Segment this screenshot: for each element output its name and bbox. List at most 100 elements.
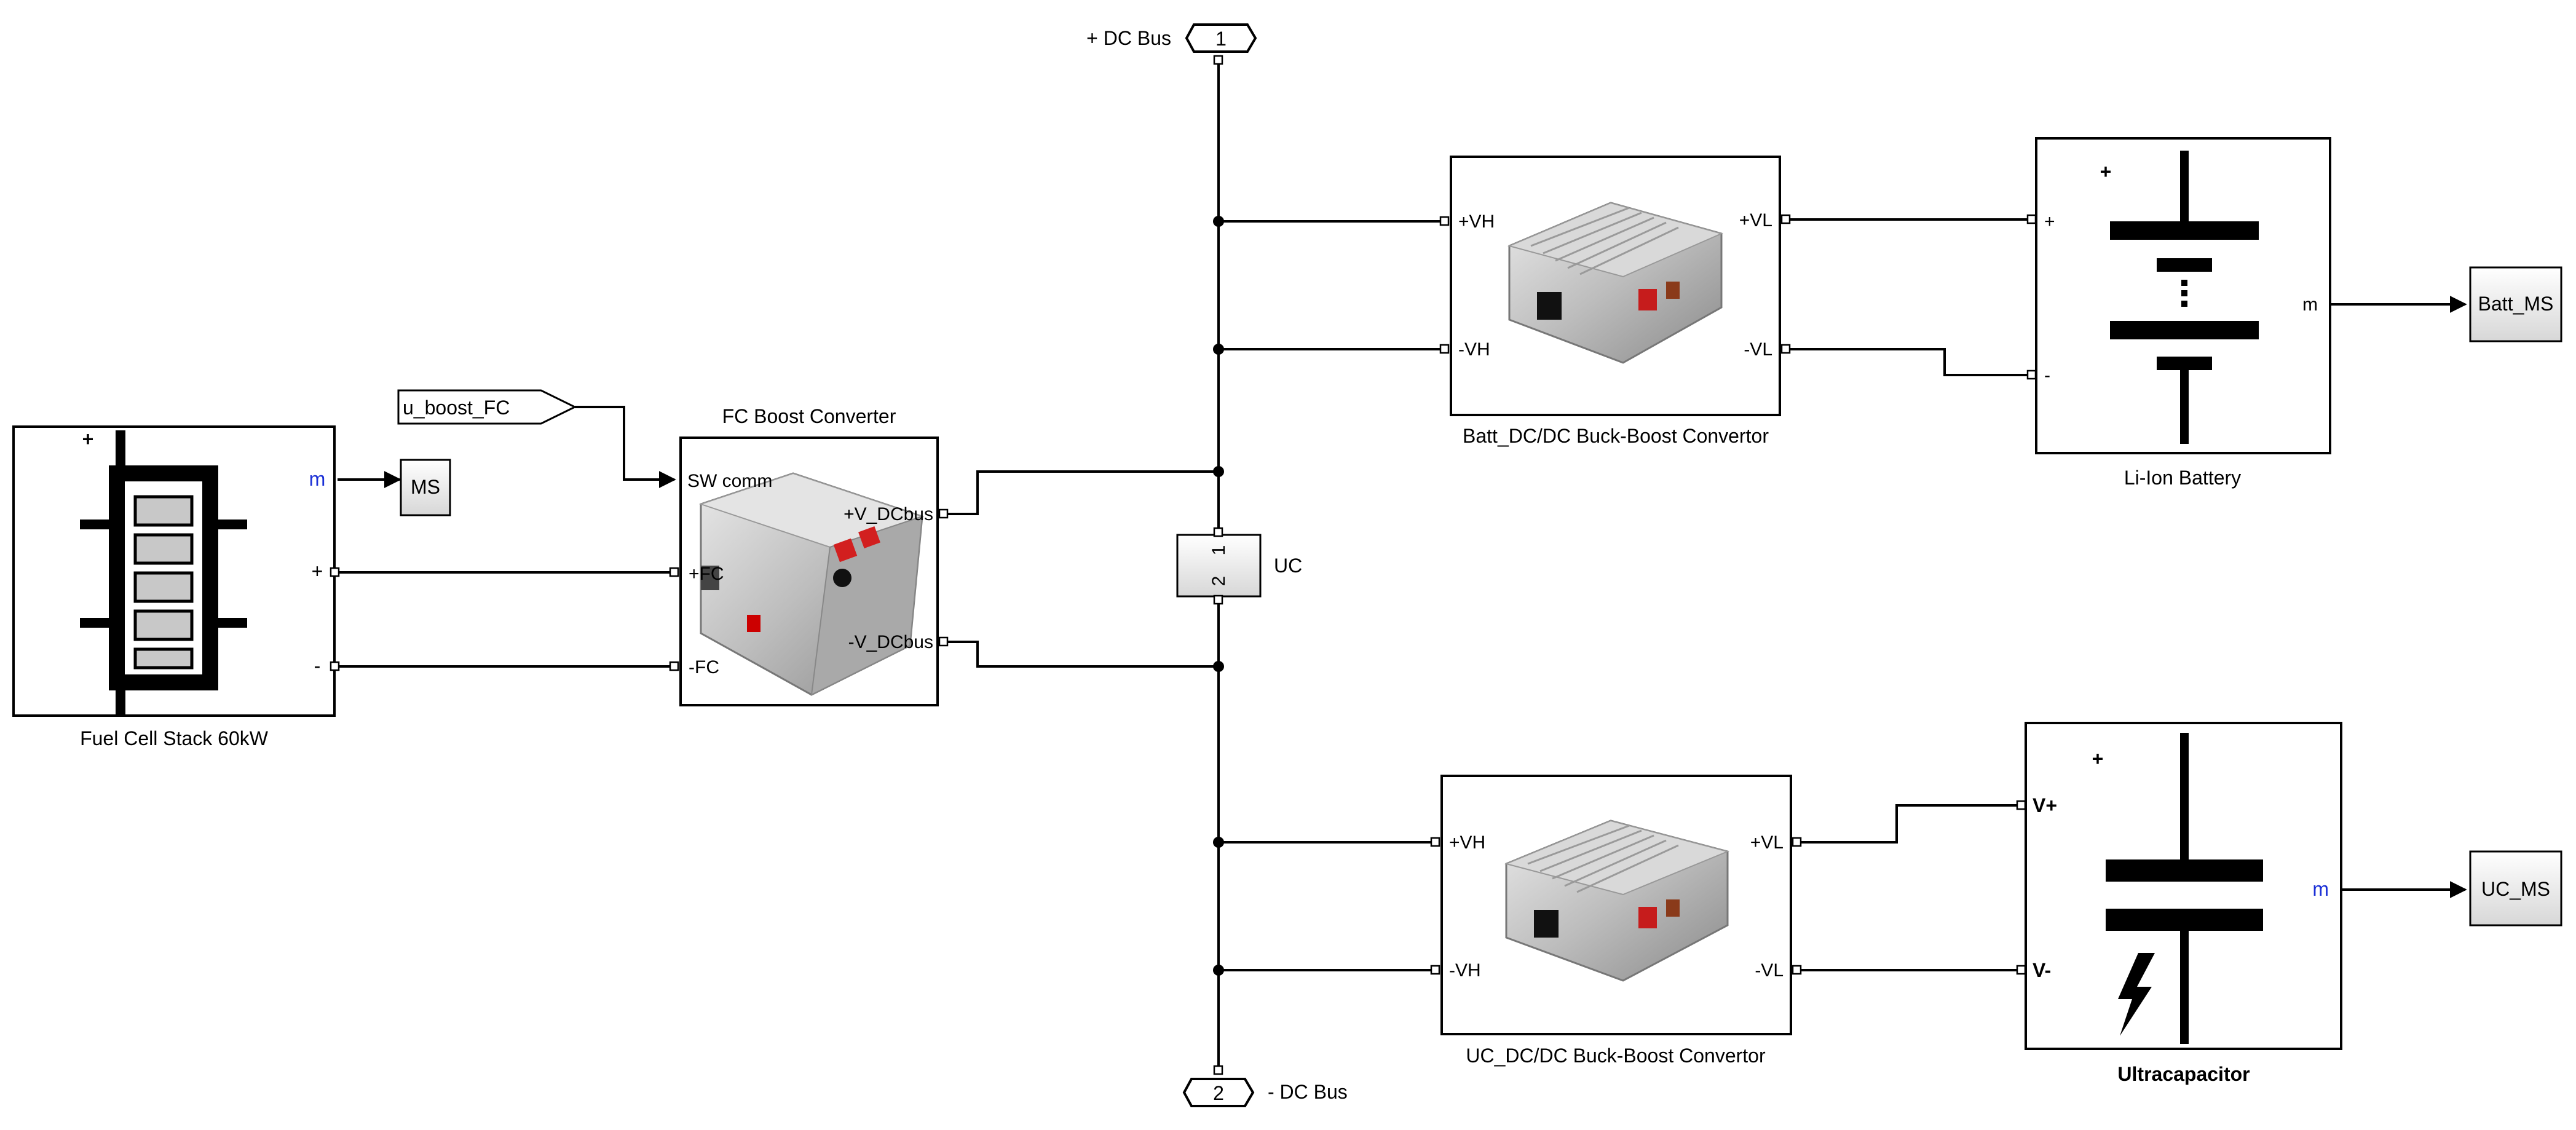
wire-sw-comm [575,406,676,488]
battery-port-m: m [2302,294,2318,315]
ms-frame [400,459,451,516]
junction-dot [1213,965,1224,976]
port-square [1439,344,1450,354]
port-square [2026,369,2037,380]
port-square [1430,837,1440,847]
bus-port-plus-label: + DC Bus [1086,27,1171,49]
batt-conv-port-vh-plus: +VH [1458,211,1495,232]
fc-boost-port-plus-bus: +V_DCbus [844,504,933,524]
bus-port-plus[interactable]: 1 + DC Bus [1086,23,1257,65]
port-square [938,636,949,647]
ultracap-name: Ultracapacitor [2117,1063,2250,1085]
port-square [669,567,679,577]
port-square [1213,55,1223,65]
batt-conv-name: Batt_DC/DC Buck-Boost Convertor [1463,425,1769,447]
dc-dc-converter-photo-icon [1507,202,1723,364]
battery-port-minus: - [2044,365,2050,385]
fc-boost-port-plus-fc: +FC [689,564,724,584]
wire-boost-minus [947,641,1219,668]
ultracap-block[interactable]: + V+ V- m Ultracapacitor [2016,722,2342,1085]
batt-ms-frame [2469,266,2562,342]
port-square [2016,965,2026,975]
junctions [1213,216,1224,976]
uc-conv-name: UC_DC/DC Buck-Boost Convertor [1466,1045,1766,1067]
battery-icon [2110,151,2259,444]
port-square [2026,214,2037,224]
wire-batt-vl-minus [1783,348,2032,376]
converter-photo-icon [698,472,925,696]
uc-label: UC [1274,555,1302,577]
port-square [1213,527,1223,537]
uc-ms-label: UC_MS [2481,878,2550,900]
fuel-cell-port-plus: + [312,560,323,582]
batt-conv-port-vl-minus: -VL [1744,339,1772,360]
port-square [938,508,949,519]
fc-boost-title: FC Boost Converter [722,405,896,427]
port-square [669,661,679,671]
port-square [2016,800,2026,810]
fc-boost-port-minus-bus: -V_DCbus [848,632,933,652]
bus-port-plus-number: 1 [1215,28,1227,50]
wire-boost-plus [947,470,1219,515]
battery-block[interactable]: + + - m Li-Ion Battery [2026,137,2331,489]
ms-block[interactable]: MS [400,459,451,516]
junction-dot [1213,837,1224,848]
ultracap-port-vplus: V+ [2033,794,2057,816]
ultracap-port-vminus: V- [2033,959,2051,981]
ultracap-port-m: m [2312,878,2329,900]
uc-frame [1176,534,1262,598]
battery-port-plus: + [2044,211,2055,232]
fuel-cell-name: Fuel Cell Stack 60kW [80,727,269,749]
port-square [1213,595,1223,605]
port-square [1430,965,1440,975]
fuel-cell-port-m: m [309,468,326,490]
fc-boost-block[interactable]: FC Boost Converter SW comm +FC -FC +V_DC… [669,405,949,706]
uc-conv-port-vl-plus: +VL [1750,832,1784,853]
ultracapacitor-icon [2106,733,2263,1044]
ms-label: MS [411,476,440,498]
uc-conv-port-vh-minus: -VH [1449,960,1481,981]
port-square [1439,216,1450,226]
uc-pin2: 2 [1209,576,1229,587]
junction-dot [1213,466,1224,477]
port-square [1792,965,1802,975]
uc-conv-block[interactable]: +VH -VH +VL -VL UC_DC/DC Buck-Boost Conv… [1430,775,1802,1067]
port-square [1780,214,1791,224]
uc-block[interactable]: 1 2 UC [1176,527,1302,605]
goto-tag-label: u_boost_FC [403,397,510,419]
battery-name: Li-Ion Battery [2124,467,2241,489]
uc-ms-frame [2469,850,2562,927]
port-square [1792,837,1802,847]
bus-port-minus-label: - DC Bus [1268,1081,1348,1103]
goto-tag-u-boost-fc[interactable]: u_boost_FC [397,389,577,425]
uc-ms-block[interactable]: UC_MS [2469,850,2562,927]
junction-dot [1213,216,1224,227]
fuel-cell-block[interactable]: + m + - Fuel Cell Stack 60kW [12,425,340,749]
junction-dot [1213,344,1224,355]
battery-plus-sign: + [2100,160,2112,183]
junction-dot [1213,661,1224,672]
fuel-cell-port-minus: - [314,655,321,677]
uc-conv-port-vh-plus: +VH [1449,832,1485,853]
uc-pin1: 1 [1209,545,1229,556]
ultracap-plus-sign: + [2092,748,2104,770]
batt-ms-block[interactable]: Batt_MS [2469,266,2562,342]
port-square [330,661,340,671]
dc-dc-converter-photo-icon [1504,820,1730,982]
bus-port-minus[interactable]: 2 - DC Bus [1182,1065,1348,1107]
fc-boost-port-sw: SW comm [687,471,772,491]
batt-conv-block[interactable]: +VH -VH +VL -VL Batt_DC/DC Buck-Boost Co… [1439,156,1791,447]
batt-conv-port-vh-minus: -VH [1458,339,1490,360]
bus-port-minus-number: 2 [1213,1082,1224,1104]
fuel-cell-stack-icon [80,430,247,714]
fc-boost-port-minus-fc: -FC [689,657,719,678]
wires [338,61,2467,1067]
port-square [330,567,340,577]
batt-ms-label: Batt_MS [2478,293,2554,315]
port-square [1780,344,1791,354]
wire-uc-vl-plus [1795,804,2021,844]
fuel-cell-plus-sign: + [82,428,94,450]
batt-conv-port-vl-plus: +VL [1739,210,1772,231]
port-square [1213,1065,1223,1075]
uc-conv-port-vl-minus: -VL [1755,960,1784,981]
